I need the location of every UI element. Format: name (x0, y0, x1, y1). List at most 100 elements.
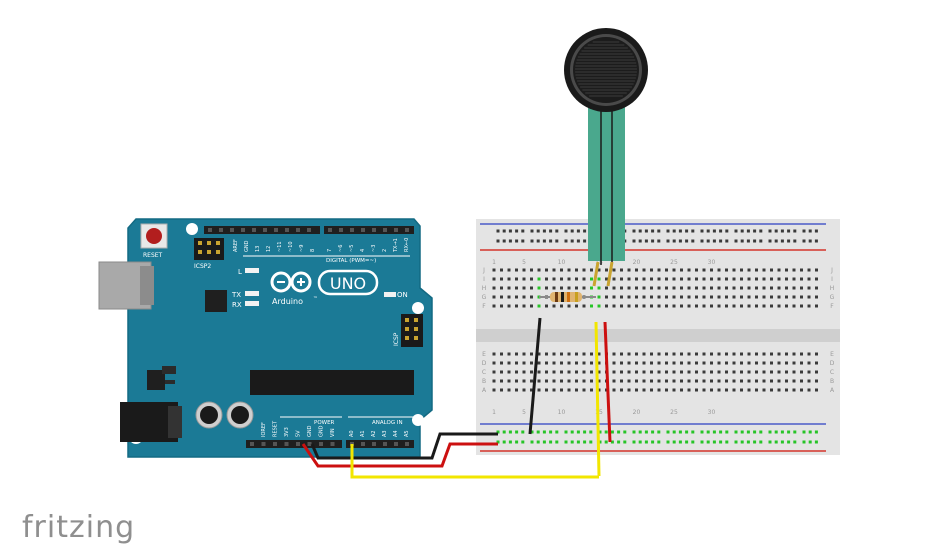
breadboard-hole (545, 304, 548, 308)
power-pin-label: GND (319, 425, 325, 437)
breadboard-hole (777, 388, 781, 392)
header-pin (198, 241, 202, 245)
rail-hole (753, 229, 757, 233)
breadboard-hole (740, 277, 743, 281)
breadboard-hole (762, 370, 766, 374)
breadboard-hole (612, 379, 616, 383)
rail-hole (725, 239, 729, 243)
breadboard-hole (762, 388, 766, 392)
breadboard-hole (800, 379, 803, 383)
breadboard-hole (740, 370, 743, 374)
rail-hole (808, 440, 812, 444)
breadboard-hole (785, 268, 788, 272)
breadboard-hole (747, 352, 751, 356)
breadboard-hole (725, 268, 728, 272)
rail-hole (644, 440, 648, 444)
breadboard-hole (650, 295, 653, 299)
rail-hole (542, 229, 546, 233)
breadboard-hole (597, 277, 601, 281)
header-pin (405, 442, 409, 446)
breadboard-hole (605, 268, 608, 272)
breadboard-hole (590, 277, 593, 281)
breadboard-hole (770, 295, 773, 299)
power-pin-label: 3V3 (284, 427, 290, 437)
breadboard-hole (545, 286, 548, 290)
reset-button-cap[interactable] (146, 228, 162, 244)
breadboard-hole (710, 286, 713, 290)
breadboard-hole (695, 370, 698, 374)
rail-hole (719, 239, 723, 243)
capacitor-top (231, 406, 249, 424)
breadboard-hole (695, 286, 698, 290)
breadboard-hole (575, 388, 578, 392)
breadboard-hole (815, 304, 818, 308)
breadboard-hole (612, 304, 616, 308)
breadboard-hole (680, 286, 683, 290)
breadboard-hole (710, 295, 713, 299)
breadboard-hole (665, 361, 668, 365)
breadboard-hole (777, 379, 781, 383)
rail-hole (666, 430, 670, 434)
breadboard-hole (800, 361, 803, 365)
rail-hole (638, 430, 642, 434)
breadboard-hole (785, 361, 788, 365)
breadboard-hole (747, 304, 751, 308)
rail-hole (774, 430, 778, 434)
rail-hole (570, 229, 574, 233)
header-pin (350, 228, 354, 232)
rail-hole (530, 440, 534, 444)
rail-hole (598, 440, 602, 444)
breadboard-hole (657, 277, 661, 281)
breadboard-hole (657, 352, 661, 356)
breadboard-hole (627, 268, 631, 272)
breadboard-hole (672, 268, 676, 272)
rail-hole (691, 229, 695, 233)
breadboard-hole (537, 370, 541, 374)
breadboard-hole (522, 379, 526, 383)
breadboard-hole (567, 277, 571, 281)
breadboard-hole (725, 286, 728, 290)
breadboard-hole (582, 352, 586, 356)
rail-hole (515, 229, 519, 233)
digital-pin-label: 2 (382, 249, 388, 252)
breadboard-hole (560, 388, 563, 392)
breadboard-hole (530, 352, 533, 356)
breadboard-hole (500, 388, 503, 392)
breadboard-hole (522, 277, 526, 281)
breadboard-hole (710, 370, 713, 374)
header-pin (383, 442, 387, 446)
rail-hole (666, 440, 670, 444)
breadboard-hole (665, 379, 668, 383)
rail-hole (814, 229, 818, 233)
rail-hole (706, 440, 710, 444)
breadboard-hole (507, 286, 511, 290)
breadboard-hole (642, 295, 646, 299)
row-letter: C (830, 369, 834, 376)
breadboard-hole (515, 277, 518, 281)
breadboard-hole (680, 361, 683, 365)
breadboard-hole (507, 304, 511, 308)
breadboard-hole (552, 286, 556, 290)
rail-hole (549, 229, 553, 233)
rail-hole (759, 239, 763, 243)
regulator-tab (162, 366, 176, 374)
breadboard-hole (815, 352, 818, 356)
rail-hole (787, 440, 791, 444)
breadboard-hole (552, 277, 556, 281)
breadboard-hole (560, 361, 563, 365)
breadboard-hole (740, 286, 743, 290)
breadboard-hole (800, 286, 803, 290)
wire-black-gnd (310, 432, 498, 460)
breadboard-hole (612, 286, 616, 290)
breadboard-hole (732, 352, 736, 356)
digital-pin-label: 13 (255, 246, 261, 252)
breadboard-hole (552, 379, 556, 383)
breadboard-hole (612, 352, 616, 356)
rail-hole (691, 430, 695, 434)
usb-connector-inner (140, 266, 154, 305)
fritzing-brand-logo: fritzing (22, 510, 136, 545)
breadboard-hole (552, 304, 556, 308)
breadboard-hole (665, 295, 668, 299)
led-rx (245, 301, 259, 306)
breadboard-hole (725, 352, 728, 356)
